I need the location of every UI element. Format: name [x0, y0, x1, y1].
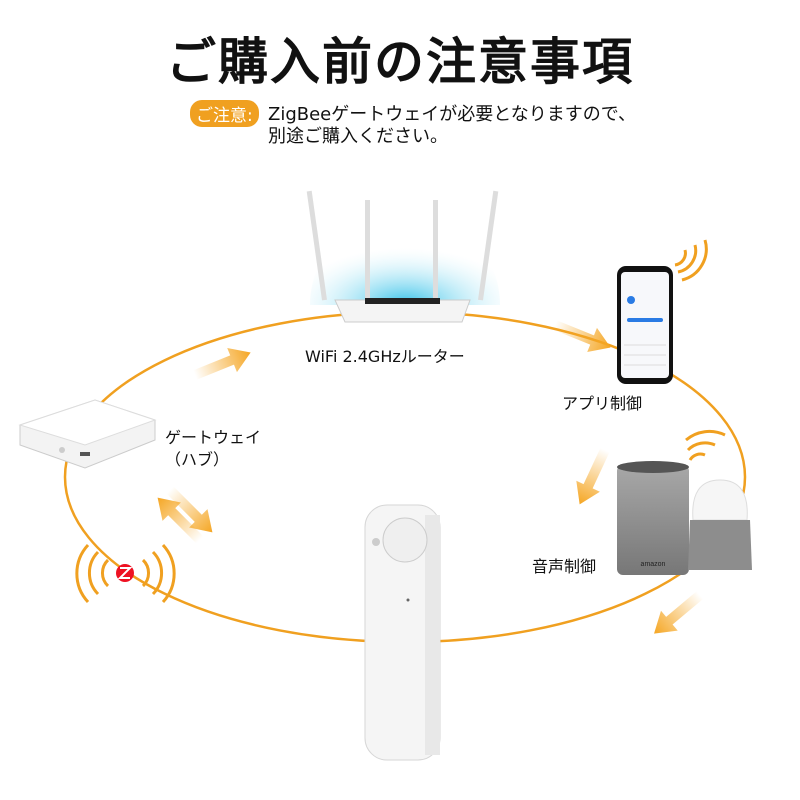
- arrow-gateway-to-router: [193, 347, 251, 380]
- wifi-waves-icon: [674, 239, 726, 461]
- arrow-voice-to-doorbell: [654, 591, 704, 634]
- arrow-app-to-voice: [576, 447, 610, 505]
- flow-arrows: [157, 320, 704, 634]
- arrow-doorbell-to-gateway: [157, 497, 204, 544]
- notice-badge: ご注意:: [190, 100, 259, 127]
- arrow-router-to-app: [553, 320, 611, 353]
- notice-line-1: ZigBeeゲートウェイが必要となりますので、: [268, 104, 636, 125]
- smart-speakers-image: amazon: [617, 461, 752, 575]
- arrow-gateway-to-doorbell: [166, 486, 213, 533]
- notice-line-2: 別途ご購入ください。: [268, 126, 448, 147]
- app-control-label: アプリ制御: [562, 394, 643, 413]
- router-label: WiFi 2.4GHzルーター: [305, 347, 465, 366]
- gateway-label: ゲートウェイ: [165, 428, 262, 447]
- router-image: [306, 190, 500, 323]
- zigbee-logo-icon: [75, 543, 176, 604]
- page-title: ご購入前の注意事項: [166, 33, 634, 91]
- voice-control-label: 音声制御: [532, 557, 597, 576]
- speaker-brand: amazon: [641, 561, 666, 568]
- doorbell-device-image: [364, 504, 441, 761]
- smartphone-image: [617, 266, 673, 384]
- gateway-hub-image: [18, 399, 157, 469]
- gateway-hub-label: （ハブ）: [165, 450, 230, 469]
